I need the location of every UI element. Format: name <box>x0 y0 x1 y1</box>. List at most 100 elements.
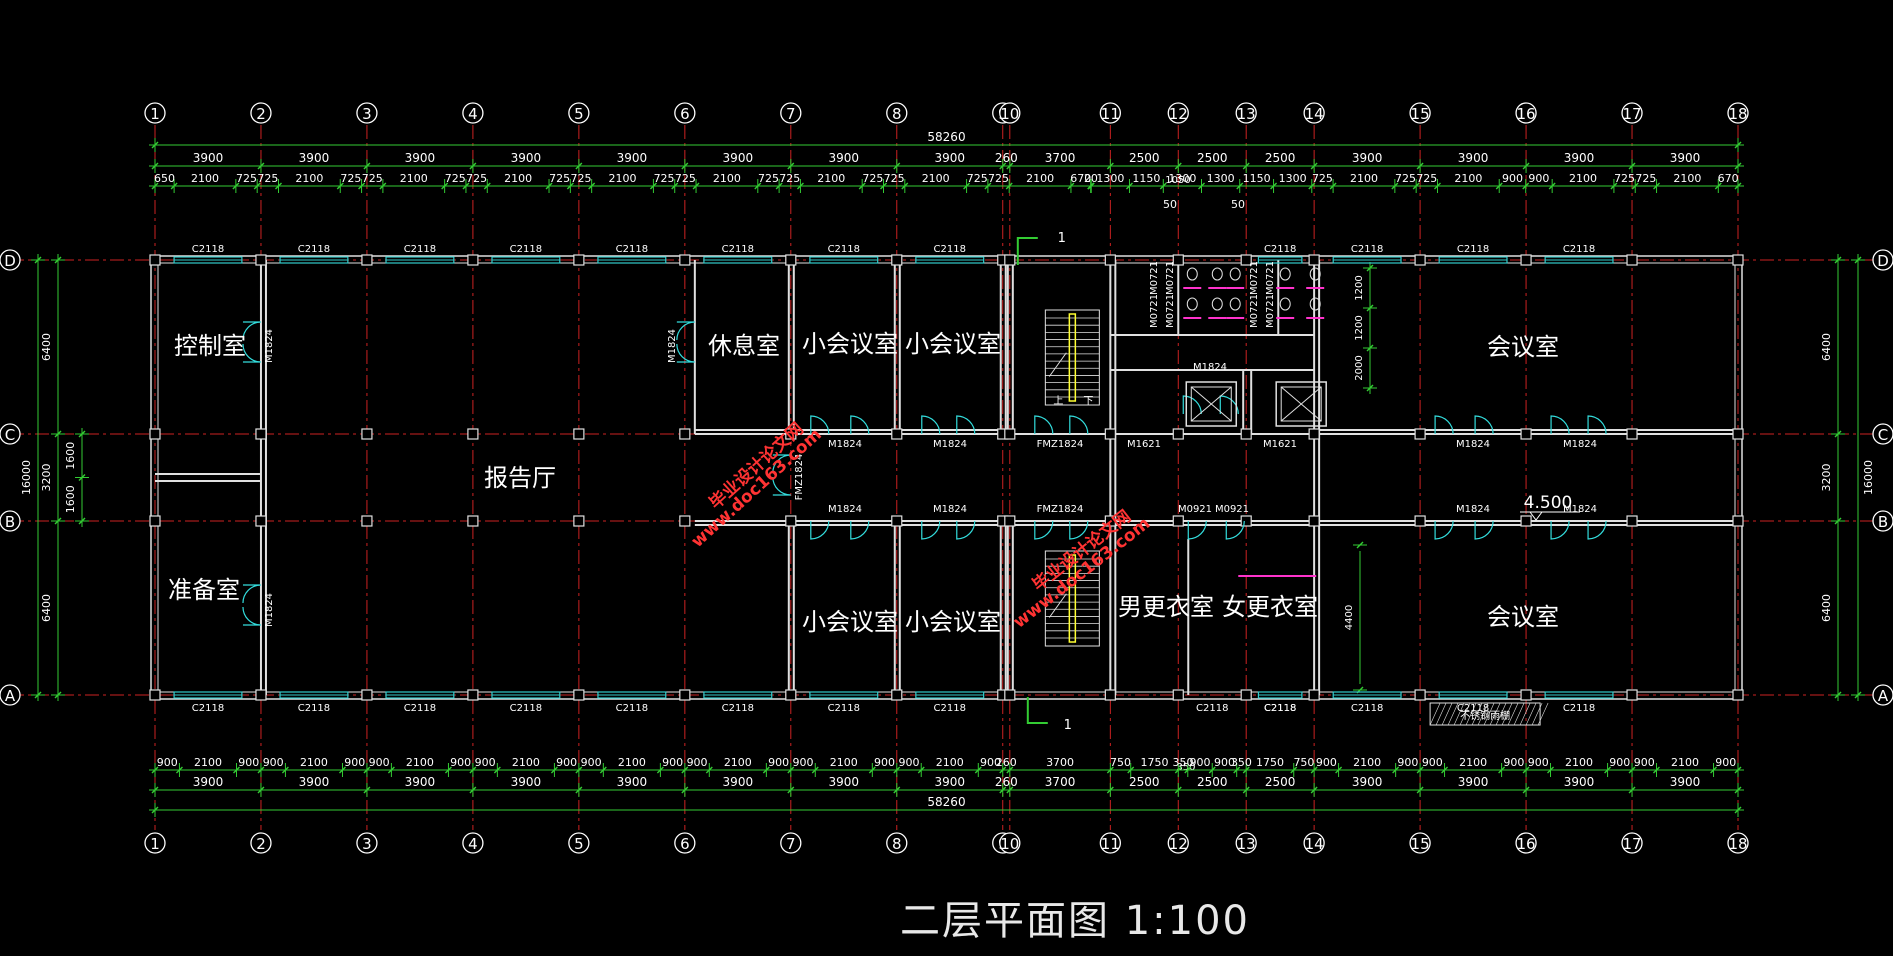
dim-bottom-detail-label: 900 <box>899 756 920 769</box>
door-swing <box>1474 415 1494 435</box>
room-name: 小会议室 <box>802 608 898 636</box>
dim-top-axis-tick <box>1006 162 1014 170</box>
hatch-line <box>1477 702 1489 726</box>
column <box>679 254 691 266</box>
door-tag: M0721 <box>1265 294 1276 328</box>
dim-right-segments-label: 3200 <box>1820 464 1833 492</box>
dim-right-segments-tick <box>1834 430 1842 438</box>
dim-bottom-detail-label: 900 <box>450 756 471 769</box>
axis-bubble <box>1409 832 1431 854</box>
axis-bubble-label: D <box>1877 252 1889 270</box>
axis-lines <box>10 125 1883 830</box>
dim-bottom-detail-tick <box>1208 766 1216 774</box>
room-name: 会议室 <box>1487 333 1559 361</box>
dim-bottom-detail-tick <box>550 766 558 774</box>
column <box>1626 428 1638 440</box>
dim-top-detail-label: 725 <box>884 172 905 185</box>
door-swing <box>921 415 941 435</box>
dim-top-detail-tick <box>1125 182 1133 190</box>
dim-top-axis-label: 3900 <box>1352 151 1383 165</box>
dim-bottom-detail-label: 900 <box>1528 756 1549 769</box>
door-swing <box>1182 395 1202 415</box>
dim-top-detail-tick <box>963 182 971 190</box>
dim-top-axis-label: 3900 <box>1564 151 1595 165</box>
dim-small-label: 50 <box>1231 198 1245 211</box>
dim-right-segments-tick <box>1834 256 1842 264</box>
dim-bottom-detail-label: 900 <box>768 756 789 769</box>
dim-top-detail-tick <box>1198 182 1206 190</box>
column <box>679 428 691 440</box>
door-swing <box>956 415 976 435</box>
toilet-fixture <box>1229 297 1241 311</box>
axis-bubble-label: 16 <box>1517 105 1536 123</box>
dim-bottom-detail-label: 900 <box>1634 756 1655 769</box>
dim-top-detail-label: 725 <box>549 172 570 185</box>
dim-bottom-total-label: 58260 <box>927 795 965 809</box>
door-swing <box>1069 520 1089 540</box>
hatch-line <box>1459 702 1471 726</box>
column <box>1172 515 1184 527</box>
dim-top-detail-label: 2100 <box>1026 172 1054 185</box>
stair-handrail <box>1068 554 1077 643</box>
dim-top-axis-tick <box>1242 162 1250 170</box>
dim-top-detail-label: 725 <box>967 172 988 185</box>
column <box>1308 428 1320 440</box>
dim-left-inner-tick <box>78 430 86 438</box>
dim-bottom-detail-tick <box>681 766 689 774</box>
dim-bottom-axis-tick <box>363 786 371 794</box>
dim-bottom-detail-tick <box>999 766 1007 774</box>
dim-bottom-detail-tick <box>974 766 982 774</box>
stair-handrail <box>1068 313 1077 402</box>
column <box>1520 254 1532 266</box>
dim-bottom-detail-tick <box>444 766 452 774</box>
dim-top-axis-tick <box>681 162 689 170</box>
stair-break <box>1048 593 1067 618</box>
axis-bubble-label: 11 <box>1101 835 1120 853</box>
dim-right-segments-label: 6400 <box>1820 333 1833 361</box>
dim-top-axis-tick <box>999 162 1007 170</box>
window-tag: C2118 <box>298 703 330 714</box>
dim-bottom-detail-label: 900 <box>1422 756 1443 769</box>
dim-top-detail-label: 2100 <box>1350 172 1378 185</box>
dim-top-axis-label: 3900 <box>511 151 542 165</box>
section-mark-south <box>1026 697 1048 724</box>
dim-bottom-axis-label: 3900 <box>1670 775 1701 789</box>
axis-bubble <box>1303 102 1325 124</box>
dim-top-detail-tick <box>1433 182 1441 190</box>
dim-left-segments-tick <box>54 256 62 264</box>
dim-bottom-detail-tick <box>762 766 770 774</box>
columns <box>149 254 1744 701</box>
dim-left-segments-label: 6400 <box>40 594 53 622</box>
axis-bubble <box>144 832 166 854</box>
dim-top-detail-label: 2100 <box>504 172 532 185</box>
dim-left-inner-tick <box>78 474 86 481</box>
dim-bottom-detail-label: 900 <box>344 756 365 769</box>
axis-bubble <box>1621 102 1643 124</box>
axis-bubble <box>674 102 696 124</box>
dim-bottom-axis-label: 3900 <box>193 775 224 789</box>
dim-top-total-tick <box>1734 141 1742 149</box>
axis-bubble <box>1303 832 1325 854</box>
dim-bottom-axis-label: 3900 <box>299 775 330 789</box>
column <box>1172 428 1184 440</box>
dim-right-segments-label: 6400 <box>1820 594 1833 622</box>
axis-bubble-label: 7 <box>786 835 796 853</box>
axis-bubble <box>356 102 378 124</box>
dim-top-detail-tick <box>901 182 909 190</box>
window-tag: C2118 <box>616 703 648 714</box>
dim-right-segments-tick <box>1834 517 1842 525</box>
dim-bottom-detail-label: 2100 <box>936 756 964 769</box>
hatch-line <box>1531 702 1543 726</box>
dim-top-detail-tick <box>441 182 449 190</box>
column <box>573 689 585 701</box>
hatch-line <box>1489 702 1501 726</box>
toilet-fixture <box>1186 267 1198 281</box>
dim-bottom-detail-label: 2100 <box>512 756 540 769</box>
dim-top-detail-label: 725 <box>1635 172 1656 185</box>
dim-bottom-detail-tick <box>868 766 876 774</box>
dim-top-detail-label: 725 <box>675 172 696 185</box>
axis-bubble-label: 5 <box>574 105 584 123</box>
dim-top-detail-tick <box>1653 182 1661 190</box>
axis-bubble <box>1167 832 1189 854</box>
stair-label-up: 上 <box>1053 395 1063 407</box>
